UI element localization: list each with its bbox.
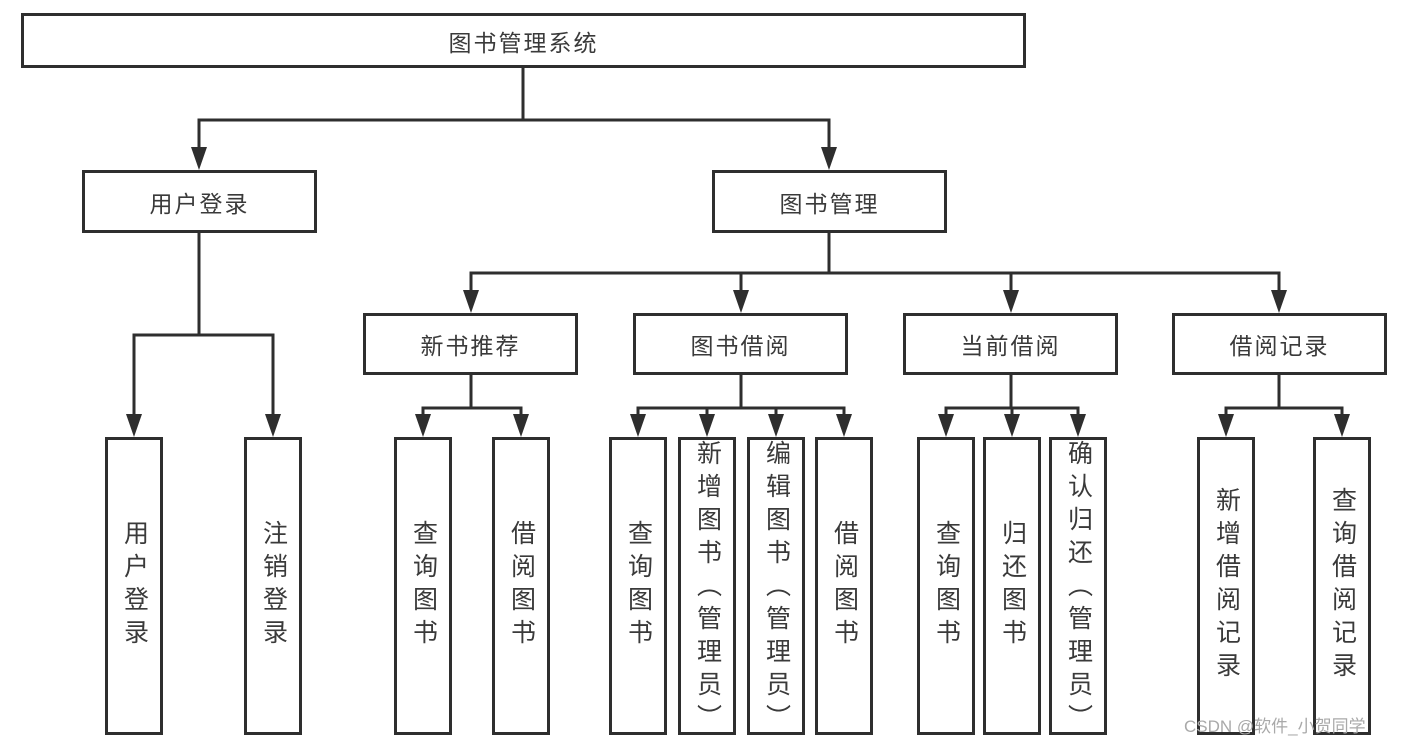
node-book-management-system: 图书管理系统 bbox=[21, 13, 1026, 68]
leaf-query-borrow-record: 查询借阅记录 bbox=[1313, 437, 1371, 735]
leaf-add-books-admin: 新增图书（管理员） bbox=[678, 437, 736, 737]
leaf-return-books: 归还图书 bbox=[983, 437, 1041, 735]
node-borrowing-records: 借阅记录 bbox=[1172, 313, 1387, 375]
leaf-confirm-return-admin: 确认归还（管理员） bbox=[1049, 437, 1107, 737]
node-book-borrowing: 图书借阅 bbox=[633, 313, 848, 375]
node-book-management: 图书管理 bbox=[712, 170, 947, 233]
node-user-login: 用户登录 bbox=[82, 170, 317, 233]
leaf-query-books-recommend: 查询图书 bbox=[394, 437, 452, 735]
node-current-borrowing: 当前借阅 bbox=[903, 313, 1118, 375]
leaf-borrow-books-borrowing: 借阅图书 bbox=[815, 437, 873, 735]
leaf-user-login: 用户登录 bbox=[105, 437, 163, 735]
leaf-logout: 注销登录 bbox=[244, 437, 302, 735]
leaf-query-books-current: 查询图书 bbox=[917, 437, 975, 735]
leaf-edit-books-admin: 编辑图书（管理员） bbox=[747, 437, 805, 737]
leaf-query-books-borrowing: 查询图书 bbox=[609, 437, 667, 735]
node-new-book-recommendation: 新书推荐 bbox=[363, 313, 578, 375]
leaf-borrow-books-recommend: 借阅图书 bbox=[492, 437, 550, 735]
leaf-add-borrow-record: 新增借阅记录 bbox=[1197, 437, 1255, 735]
csdn-watermark: CSDN @软件_小贺同学 bbox=[1184, 717, 1366, 736]
